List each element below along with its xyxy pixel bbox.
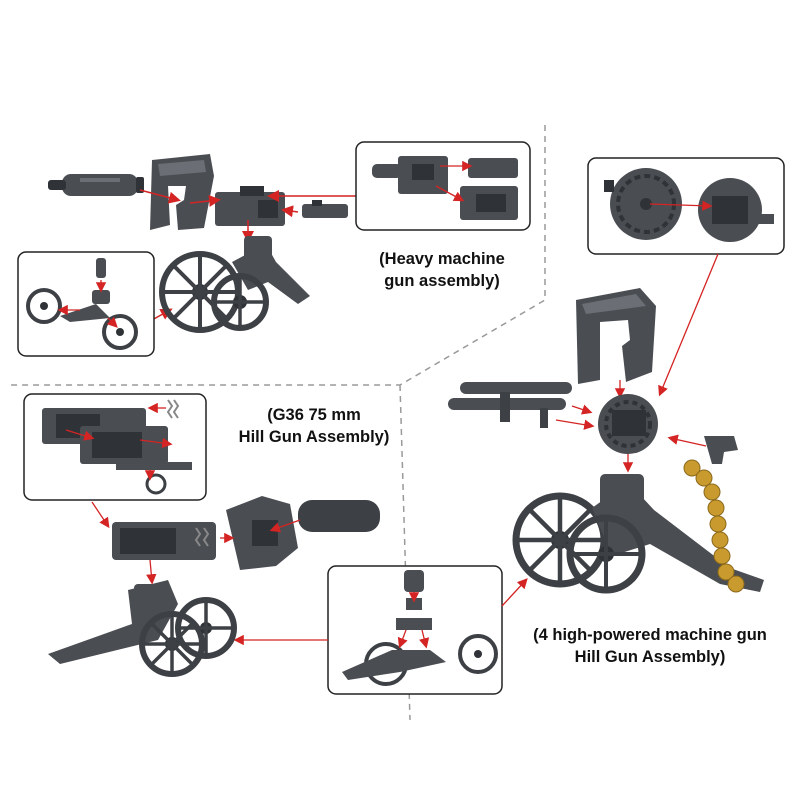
mg-latch-part xyxy=(302,200,348,218)
hill-gun-inset xyxy=(23,393,207,501)
mg-receiver-part xyxy=(215,186,285,226)
gatling-carriage xyxy=(512,474,764,594)
gatling-barrels-part xyxy=(448,382,572,428)
tripod-to-carriage-arrow xyxy=(501,578,528,607)
drum-arrow xyxy=(658,253,719,397)
gatling-drum-inset xyxy=(587,157,785,255)
hill-gun-shield-part xyxy=(226,496,298,570)
gatling-shield-part xyxy=(576,288,656,384)
hill-gun-arrows xyxy=(146,519,301,585)
mg-arrows xyxy=(139,189,356,321)
mg-receiver-inset xyxy=(355,141,531,231)
hill-gun-barrel-part xyxy=(298,500,380,532)
mg-tripod-inset xyxy=(17,251,155,357)
caption-four-high-powered-gun: (4 high-powered machine gun Hill Gun Ass… xyxy=(533,626,767,666)
gatling-crank-part xyxy=(704,436,738,464)
caption-g36-hill-gun: (G36 75 mm Hill Gun Assembly) xyxy=(238,406,390,446)
ammo-belt-part xyxy=(683,459,745,593)
mg-barrel-part xyxy=(48,174,144,196)
gatling-drum-part xyxy=(598,394,658,454)
hill-inset-arrow xyxy=(91,501,110,529)
hill-gun-breech-part xyxy=(112,522,216,560)
gatling-tripod-inset xyxy=(327,565,503,695)
hill-gun-carriage xyxy=(48,580,237,677)
mg-shield-part xyxy=(150,154,214,230)
mg-carriage xyxy=(159,236,310,333)
caption-heavy-machine-gun: (Heavy machine gun assembly) xyxy=(379,250,505,290)
